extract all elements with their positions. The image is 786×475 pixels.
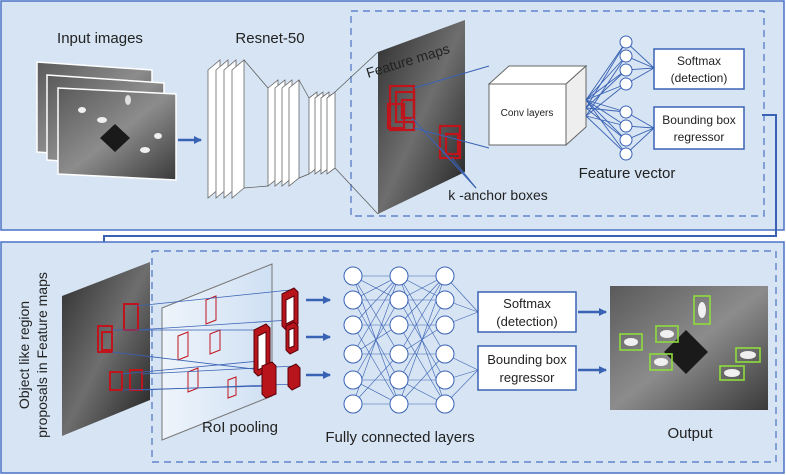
input-images-label: Input images [57,30,143,47]
feature-vector-label: Feature vector [579,165,676,182]
feature-map-top [378,20,465,214]
det-bbox-box [477,345,577,391]
rpn-softmax-box [653,48,745,90]
rpn-softmax-line2: (detection) [671,71,728,85]
output-image [610,286,768,410]
anchor-boxes-label: k -anchor boxes [448,187,548,203]
bottom-panel: Object like region proposals in Feature … [0,241,785,474]
top-panel: Input images Resnet-50 [0,0,785,231]
roi-pooling-label: RoI pooling [202,419,278,436]
output-label: Output [667,425,713,442]
rpn-softmax-line1: Softmax [677,54,721,68]
rpn-bbox-line1: Bounding box [662,113,735,127]
det-softmax-box [477,291,577,333]
resnet-blocks [207,59,336,199]
det-bbox-line2: regressor [500,370,556,385]
rpn-bbox-box [653,106,745,150]
input-images-stack [36,61,177,181]
feature-vector-nodes [619,35,633,161]
fc-layer-nodes [343,266,455,414]
backbone-label: Resnet-50 [235,30,304,47]
fc-layers-label: Fully connected layers [325,429,474,446]
proposals-label-line2: proposals in Feature maps [34,272,50,438]
conv-layers-box [487,64,588,147]
det-softmax-line1: Softmax [503,296,551,311]
rpn-bbox-line2: regressor [674,130,725,144]
proposals-label-line1: Object like region [16,301,32,409]
det-softmax-line2: (detection) [496,314,557,329]
feature-map-bottom [62,262,150,436]
rpn-region [350,10,765,217]
conv-layers-label: Conv layers [501,108,554,119]
det-bbox-line1: Bounding box [487,352,567,367]
pooled-feature-cubes [253,287,301,399]
